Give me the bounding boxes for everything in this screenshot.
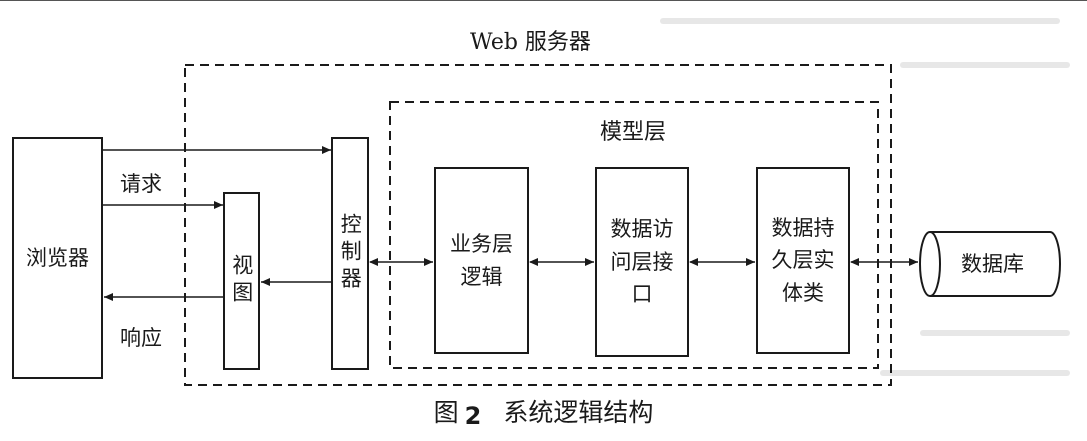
dao-label-line: 数据访 xyxy=(610,217,674,242)
data-access-label: 数据访 问层接 口 xyxy=(596,168,688,356)
view-box xyxy=(223,192,260,370)
scan-noise xyxy=(660,18,1060,24)
view-label: 视图 xyxy=(229,254,254,308)
entity-label: 数据持 久层实 体类 xyxy=(757,168,849,353)
business-label-line: 业务层 xyxy=(450,231,513,256)
caption-title: 系统逻辑结构 xyxy=(503,398,654,427)
entity-box xyxy=(756,167,850,354)
business-logic-box xyxy=(434,167,529,354)
browser-box xyxy=(12,137,103,379)
caption-prefix: 图 xyxy=(433,398,459,427)
scan-noise xyxy=(900,62,1070,68)
business-label-line: 逻辑 xyxy=(460,264,503,289)
request-label: 请求 xyxy=(120,172,162,196)
response-label: 响应 xyxy=(120,326,162,350)
dao-label-line: 问层接 xyxy=(610,249,674,274)
caption-number: 2 xyxy=(464,402,482,430)
entity-label-line: 数据持 xyxy=(771,215,835,240)
web-server-label: Web 服务器 xyxy=(470,30,591,55)
model-layer-label: 模型层 xyxy=(600,120,667,145)
model-layer-boundary xyxy=(389,101,879,369)
controller-box xyxy=(331,137,369,370)
scan-noise xyxy=(880,370,1070,376)
business-logic-label: 业务层 逻辑 xyxy=(435,168,528,353)
view-label-wrap: 视图 xyxy=(224,193,259,369)
dao-label-line: 口 xyxy=(631,282,653,307)
database-cylinder xyxy=(919,231,1061,297)
entity-label-line: 体类 xyxy=(782,280,824,305)
browser-label: 浏览器 xyxy=(26,245,89,270)
web-server-boundary xyxy=(184,64,892,386)
scan-noise xyxy=(920,330,1070,336)
entity-label-line: 久层实 xyxy=(771,248,835,273)
controller-label: 控制器 xyxy=(338,213,363,294)
controller-label-wrap: 控制器 xyxy=(332,138,368,369)
database-label: 数据库 xyxy=(961,251,1024,276)
data-access-box xyxy=(595,167,689,357)
